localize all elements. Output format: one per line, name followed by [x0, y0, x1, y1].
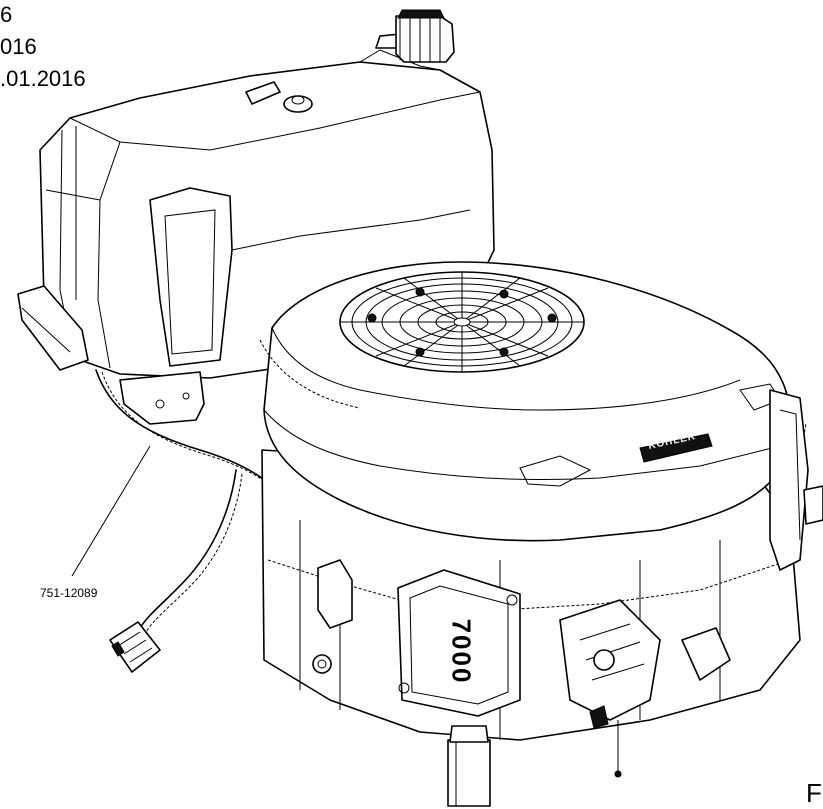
fuel-shutoff	[245, 81, 313, 113]
tank-bracket	[17, 285, 205, 425]
oil-filter	[312, 559, 353, 674]
part-number-callout: 751-12089	[40, 586, 98, 600]
carburetor-linkage	[559, 599, 731, 778]
valve-cover	[397, 569, 521, 717]
harness-connector	[109, 621, 161, 673]
side-bracket	[769, 389, 823, 571]
header-line-1: 6	[0, 2, 13, 27]
header-date: .01.2016	[0, 66, 86, 91]
fuel-cap	[375, 9, 455, 63]
header-line-2: 016	[0, 34, 37, 59]
corner-letter: F	[806, 778, 822, 808]
crankshaft	[447, 725, 491, 807]
block-label: 7000	[446, 618, 477, 685]
callout-leader	[71, 445, 151, 577]
brand-badge	[639, 433, 713, 463]
fan-grille	[339, 271, 585, 373]
